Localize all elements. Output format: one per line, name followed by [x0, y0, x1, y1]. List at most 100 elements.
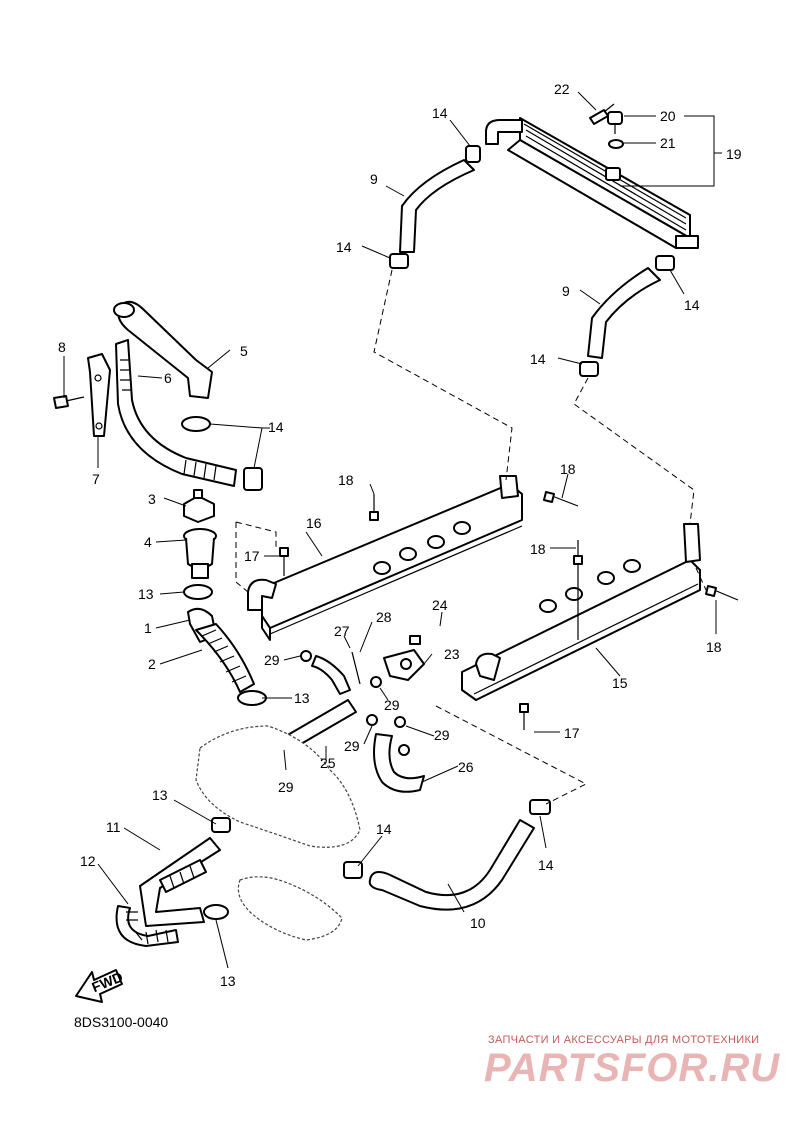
diagram-reference-code: 8DS3100-0040 — [74, 1014, 169, 1030]
callout-28: 28 — [376, 609, 392, 625]
clamp-14-e — [181, 416, 211, 432]
bolt-18-b — [543, 491, 579, 507]
callout-14-b: 14 — [336, 239, 352, 255]
watermark-tagline: ЗАПЧАСТИ И АКСЕССУАРЫ ДЛЯ МОТОТЕХНИКИ — [488, 1034, 760, 1046]
water-jacket-15 — [461, 523, 701, 701]
callout-11: 11 — [106, 819, 121, 835]
callout-29-a: 29 — [264, 652, 280, 668]
callout-13-b: 13 — [294, 690, 310, 706]
hose-9-left — [399, 159, 475, 253]
cap-3 — [183, 489, 215, 523]
callout-24: 24 — [432, 597, 448, 613]
clamp-29-c — [366, 714, 378, 726]
callout-18-b: 18 — [560, 461, 576, 477]
pipe-5 — [113, 300, 213, 399]
callout-26: 26 — [458, 759, 474, 775]
leader-lines — [63, 91, 722, 969]
watermark-logo: PARTSFOR.RU — [484, 1046, 781, 1090]
callout-14-a: 14 — [432, 105, 448, 121]
clamp-14-d — [579, 361, 599, 377]
radiator — [485, 117, 699, 249]
clamp-29-a — [300, 650, 312, 662]
callout-9-b: 9 — [562, 283, 570, 299]
fwd-arrow-icon: FWD — [75, 968, 125, 1003]
hose-9-right — [587, 267, 661, 359]
callout-3: 3 — [148, 491, 156, 507]
hose-10 — [368, 819, 535, 911]
thermostat-23 — [383, 649, 425, 681]
callout-12: 12 — [80, 853, 96, 869]
callout-5: 5 — [240, 343, 248, 359]
callout-29-d: 29 — [434, 727, 450, 743]
callout-29-c: 29 — [344, 738, 360, 754]
hose-12 — [115, 859, 207, 947]
callout-1: 1 — [144, 620, 152, 636]
engine-outline — [195, 725, 361, 941]
bolt-8 — [53, 395, 85, 409]
callout-9-a: 9 — [370, 171, 378, 187]
clamp-14-a — [465, 145, 481, 163]
bracket-7 — [87, 353, 111, 437]
bolt-18-c — [573, 540, 583, 640]
filler-neck-4 — [183, 528, 217, 579]
callout-14-d: 14 — [530, 351, 546, 367]
bolt-24 — [409, 635, 421, 645]
clamp-13-d — [203, 904, 229, 920]
callout-7: 7 — [92, 471, 100, 487]
callout-13-c: 13 — [152, 787, 168, 803]
routing-lines — [235, 269, 707, 805]
callout-17-b: 17 — [564, 725, 580, 741]
callout-17-a: 17 — [244, 548, 260, 564]
clamp-14-h — [343, 861, 363, 879]
water-jacket-16 — [247, 475, 523, 641]
callout-18-c: 18 — [530, 541, 546, 557]
callout-4: 4 — [144, 534, 152, 550]
clamp-13-a — [183, 584, 213, 600]
bolt-17-b — [519, 703, 529, 730]
bolt-20 — [607, 111, 623, 134]
callout-19: 19 — [726, 146, 742, 162]
callout-22: 22 — [554, 81, 570, 97]
callout-13-d: 13 — [220, 973, 236, 989]
callout-14-g: 14 — [538, 857, 554, 873]
callout-18-a: 18 — [338, 472, 354, 488]
callout-29-b: 29 — [384, 697, 400, 713]
clamp-14-f — [243, 467, 263, 491]
clamp-29-b — [370, 676, 382, 688]
callout-23: 23 — [444, 646, 460, 662]
bolt-18-a — [369, 494, 379, 521]
callout-14-e: 14 — [268, 419, 284, 435]
hose-6 — [115, 339, 237, 487]
callout-16: 16 — [306, 515, 322, 531]
clamp-14-b — [389, 253, 409, 269]
callout-14-c: 14 — [684, 297, 700, 313]
clamp-14-c — [655, 255, 675, 271]
callout-15: 15 — [612, 675, 628, 691]
callout-2: 2 — [148, 656, 156, 672]
washer-21 — [608, 139, 624, 149]
callout-labels: 22 20 21 19 14 9 14 9 14 14 5 6 8 7 14 3… — [58, 81, 742, 989]
clamp-29-e — [398, 744, 410, 756]
clamp-14-g — [529, 799, 551, 815]
hose-2 — [195, 623, 255, 693]
clamp-13-b — [237, 690, 267, 706]
callout-20: 20 — [660, 108, 676, 124]
hose-26 — [373, 733, 425, 793]
callout-29-e: 29 — [278, 779, 294, 795]
callout-14-f: 14 — [376, 821, 392, 837]
callout-10: 10 — [470, 915, 486, 931]
pipe-28 — [351, 651, 361, 685]
callout-13-a: 13 — [138, 586, 154, 602]
hose-27 — [311, 655, 351, 695]
bolt-17-a — [279, 547, 289, 576]
clamp-29-d — [394, 716, 406, 728]
callout-27: 27 — [334, 623, 350, 639]
callout-25: 25 — [320, 755, 336, 771]
callout-18-d: 18 — [706, 639, 722, 655]
callout-21: 21 — [660, 135, 676, 151]
callout-6: 6 — [164, 370, 172, 386]
callout-8: 8 — [58, 339, 66, 355]
clamp-13-c — [211, 817, 231, 833]
bolt-18-d — [705, 585, 739, 601]
